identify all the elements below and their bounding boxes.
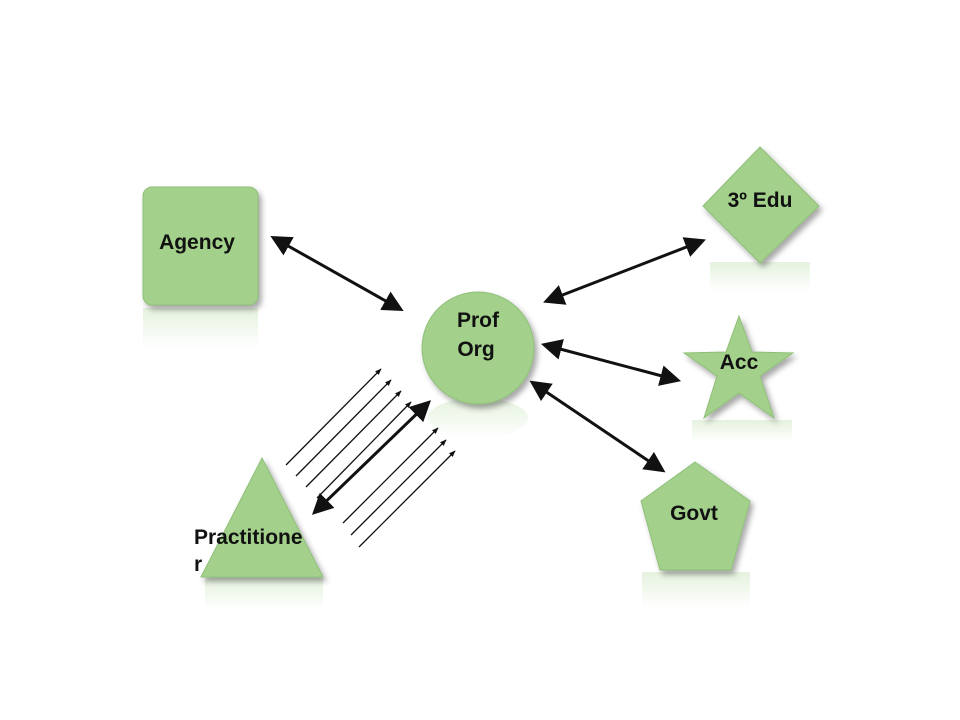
edu-label: 3º Edu: [728, 189, 793, 212]
node-agency: Agency: [142, 186, 259, 306]
edu-shape: [702, 146, 820, 264]
node-prof-org: Prof Org: [421, 291, 535, 405]
practitioner-label-line1: Practitione: [194, 526, 303, 549]
prof-org-label-line2: Org: [457, 338, 494, 361]
arrow-prof-org-acc: [540, 339, 682, 386]
node-practitioner: Practitione r: [194, 456, 324, 578]
prof-org-shape: [421, 291, 535, 405]
practitioner-shape: [200, 456, 324, 578]
arrow-agency-prof-org: [270, 235, 404, 312]
govt-shape: [640, 461, 751, 571]
node-acc: Acc: [682, 314, 795, 420]
prof-org-label-line1: Prof: [457, 309, 500, 332]
agency-label: Agency: [159, 231, 235, 254]
arrow-prof-org-govt: [529, 380, 666, 473]
arrows: [270, 235, 706, 515]
node-edu: 3º Edu: [702, 146, 820, 264]
acc-label: Acc: [720, 351, 759, 374]
reflections: [143, 262, 810, 610]
arrow-practitioner-prof-org: [311, 400, 432, 515]
agency-shape: [142, 186, 259, 306]
practitioner-label-line2: r: [194, 553, 202, 576]
govt-label: Govt: [670, 502, 718, 525]
node-govt: Govt: [640, 461, 751, 571]
acc-shape: [682, 314, 795, 420]
arrow-prof-org-edu: [543, 237, 706, 305]
